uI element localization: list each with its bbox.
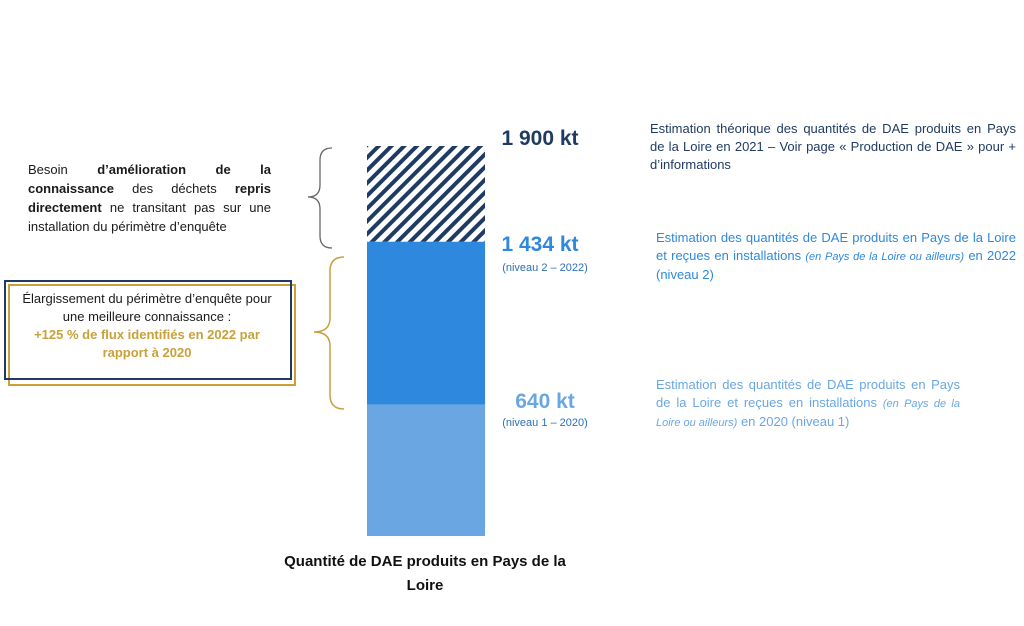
- description-niveau-1: Estimation des quantités de DAE produits…: [656, 376, 960, 432]
- note-box-line: Élargissement du périmètre d’enquête pou…: [22, 291, 272, 324]
- left-note: Besoin d’amélioration de la connaissance…: [28, 160, 271, 236]
- sublabel-niveau-1: (niveau 1 – 2020): [502, 417, 588, 429]
- note-box-gold-frame: [8, 284, 296, 386]
- brace-grey: [307, 147, 333, 249]
- bar-segment-1434: [367, 241, 485, 405]
- description-niveau-1-text: Estimation des quantités de DAE produits…: [656, 377, 960, 410]
- note-box: Élargissement du périmètre d’enquête pou…: [18, 290, 276, 362]
- description-niveau-2: Estimation des quantités de DAE produits…: [656, 229, 1016, 284]
- description-niveau-1-italic: (en Pays de la Loire ou ailleurs): [656, 398, 960, 429]
- value-label-640: 640 kt: [515, 390, 575, 413]
- description-theoretical: Estimation théorique des quantités de DA…: [650, 121, 1016, 172]
- description-niveau-2-text: Estimation des quantités de DAE produits…: [656, 230, 1016, 263]
- description-niveau-1-end: en 2020 (niveau 1): [737, 414, 850, 429]
- sublabel-niveau-2: (niveau 2 – 2022): [502, 262, 588, 274]
- bar-segment-1900: [367, 146, 485, 242]
- left-note-bold-1: d’amélioration de la connaissance: [28, 162, 271, 196]
- description-niveau-2-end: en 2022 (niveau 2): [656, 248, 1016, 282]
- left-note-text-1: Besoin: [28, 162, 98, 177]
- note-box-navy-frame: [4, 280, 292, 380]
- left-note-text-3: ne transitant pas sur une installation d…: [28, 200, 271, 234]
- value-label-1434: 1 434 kt: [501, 233, 579, 256]
- description-niveau-2-italic: (en Pays de la Loire ou ailleurs): [805, 251, 965, 263]
- brace-gold: [313, 256, 345, 410]
- note-box-highlight: +125 % de flux identifiés en 2022 par ra…: [34, 327, 260, 360]
- left-note-text-2: des déchets: [114, 181, 235, 196]
- chart-caption: Quantité de DAE produits en Pays de la L…: [284, 553, 566, 594]
- bar-segment-640: [367, 404, 485, 536]
- left-note-bold-2: repris directement: [28, 181, 271, 215]
- value-label-1900: 1 900 kt: [501, 127, 579, 150]
